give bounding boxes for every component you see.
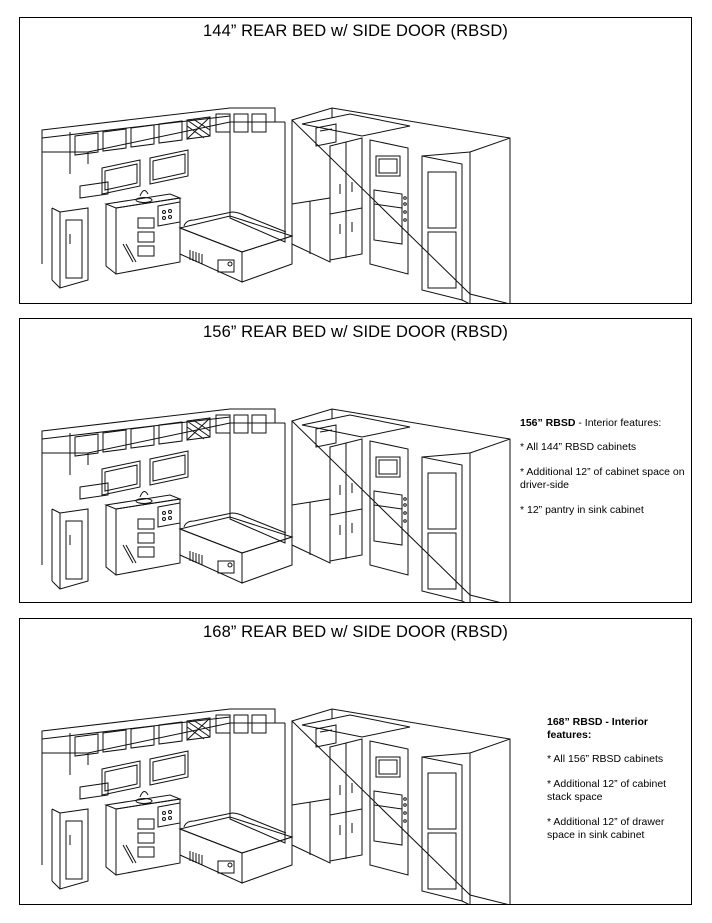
features-heading-rest: - Interior features: [547, 716, 648, 741]
feature-item: * All 144” RBSD cabinets [520, 441, 637, 453]
panel-168-rbsd: 168” REAR BED w/ SIDE DOOR (RBSD) 168” R… [19, 618, 692, 905]
panel-title: 168” REAR BED w/ SIDE DOOR (RBSD) [203, 623, 508, 641]
features-heading-bold: 156” RBSD [520, 417, 576, 429]
panel-title: 144” REAR BED w/ SIDE DOOR (RBSD) [203, 22, 508, 40]
interior-drawing [41, 107, 511, 303]
feature-item: * Additional 12” of cabinet space on dri… [520, 466, 685, 491]
feature-item: * 12” pantry in sink cabinet [520, 504, 644, 516]
feature-item: * Additional 12” of cabinet stack space [547, 778, 667, 803]
features-heading: 156” RBSD - Interior features: [520, 417, 690, 430]
features-list: 168” RBSD - Interior features: * All 156… [547, 716, 691, 854]
panel-156-rbsd: 156” REAR BED w/ SIDE DOOR (RBSD) 156” R… [19, 318, 692, 603]
features-heading-bold: 168” RBSD [547, 716, 603, 728]
feature-item: * Additional 12” of drawer space in sink… [547, 816, 665, 841]
features-list: 156” RBSD - Interior features: * All 144… [520, 417, 690, 529]
features-heading-rest: - Interior features: [575, 417, 662, 429]
interior-drawing [41, 408, 511, 602]
panel-144-rbsd: 144” REAR BED w/ SIDE DOOR (RBSD) [19, 17, 692, 304]
panel-title: 156” REAR BED w/ SIDE DOOR (RBSD) [203, 323, 508, 341]
features-heading: 168” RBSD - Interior features: [547, 716, 691, 742]
interior-drawing [41, 708, 511, 904]
feature-item: * All 156” RBSD cabinets [547, 753, 664, 765]
